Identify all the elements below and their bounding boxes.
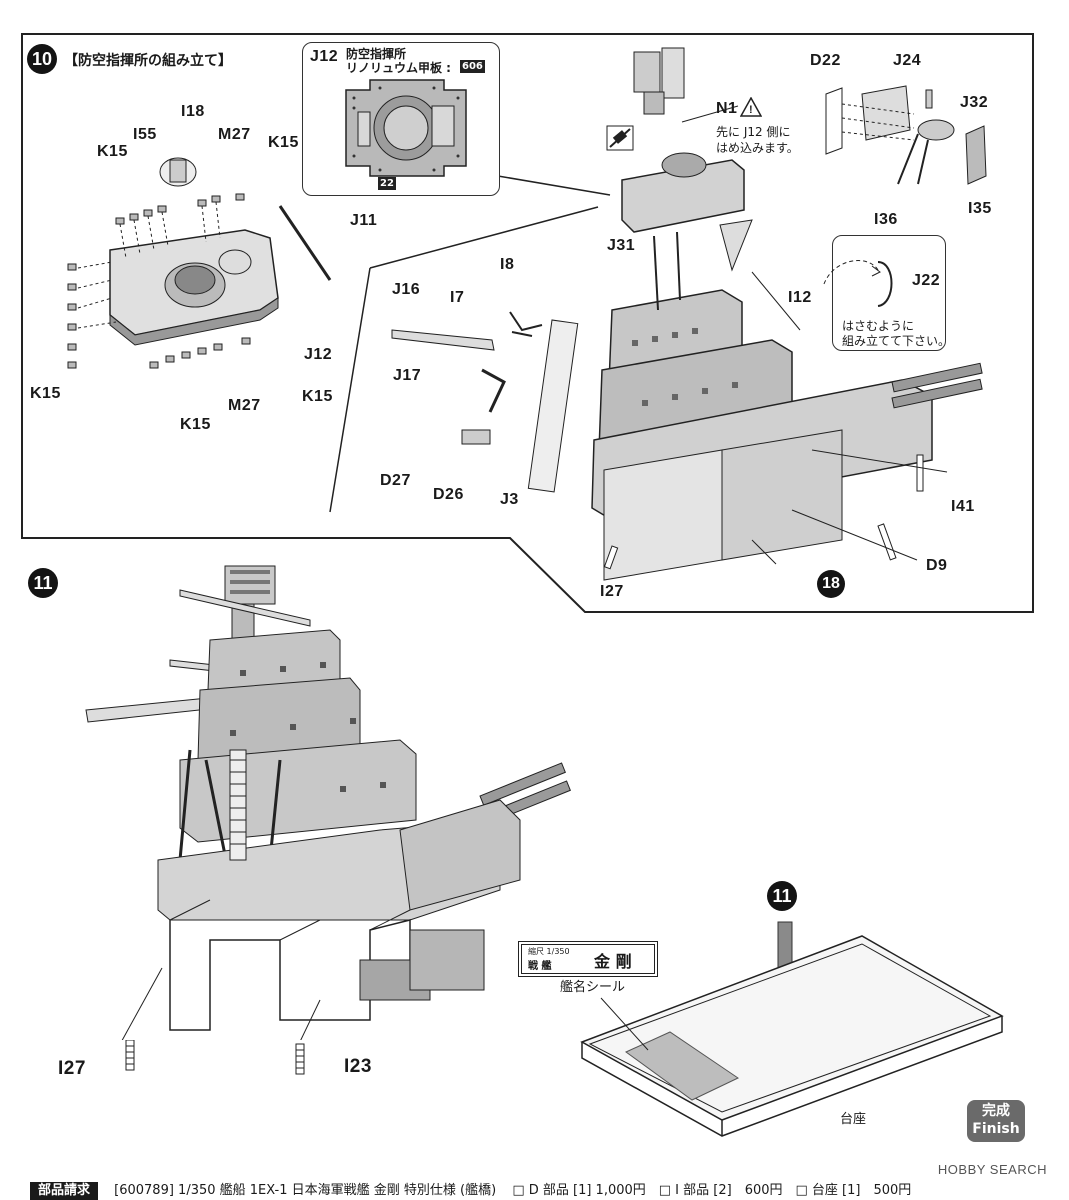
j12-deck-drawing: [345, 79, 467, 177]
j22-note-line2: 組み立てて下さい。: [842, 334, 951, 348]
parts-request-bar: 部品請求 [600789] 1/350 艦船 1EX-1 日本海軍戦艦 金剛 特…: [30, 1182, 1040, 1200]
label-j32: J32: [960, 94, 989, 111]
j22-drawing: [823, 260, 893, 307]
label-j16: J16: [392, 281, 421, 298]
label-j24: J24: [893, 52, 922, 69]
finish-badge: 完成 Finish: [967, 1100, 1025, 1142]
label-n1: N1: [716, 100, 738, 117]
n1-note-line2: はめ込みます。: [716, 141, 799, 155]
completed-bridge-drawing: [85, 565, 571, 1040]
label-i8: I8: [500, 256, 515, 273]
ref-step-18: 18: [817, 570, 845, 598]
parts-request-prices: □ D 部品 [1] 1,000円 □ I 部品 [2] 600円 □ 台座 […: [512, 1183, 912, 1198]
label-j11: J11: [350, 212, 378, 229]
ladder-parts-drawing: [125, 1040, 305, 1075]
no-glue-icon: [606, 125, 634, 151]
label-d9: D9: [926, 557, 948, 574]
svg-text:!: !: [749, 104, 753, 116]
nameplate-type: 戦 艦: [528, 961, 552, 972]
aa-platform-drawing: [67, 157, 332, 369]
label-k15-right: K15: [302, 388, 333, 405]
finish-ja: 完成: [982, 1103, 1010, 1119]
label-i23: I23: [344, 1056, 372, 1077]
inset-j12-label: J12: [310, 48, 339, 65]
label-k15-top-left: K15: [97, 143, 128, 160]
parts-request-text: [600789] 1/350 艦船 1EX-1 日本海軍戦艦 金剛 特別仕様 (…: [114, 1183, 497, 1198]
n1-note-line1: 先に J12 側に: [716, 125, 791, 139]
label-j22: J22: [912, 272, 941, 289]
step11-number: 11: [28, 568, 58, 598]
label-i35: I35: [968, 200, 992, 217]
label-j31: J31: [607, 237, 636, 254]
label-d27: D27: [380, 472, 411, 489]
label-i55: I55: [133, 126, 157, 143]
inset-j12-title1: 防空指揮所: [346, 47, 407, 61]
color-code-badge-2: 22: [378, 177, 396, 190]
label-i27-step10: I27: [600, 583, 624, 600]
label-i18: I18: [181, 103, 205, 120]
base-step-11: 11: [767, 881, 797, 911]
stand-label: 台座: [840, 1112, 867, 1127]
stand-drawing: [580, 921, 1004, 1137]
step10-title: 【防空指揮所の組み立て】: [64, 53, 232, 69]
warning-icon: !: [740, 97, 762, 117]
nameplate: 縮尺 1/350 戦 艦 金 剛: [518, 941, 658, 977]
label-d22: D22: [810, 52, 841, 69]
parts-request-heading: 部品請求: [30, 1182, 99, 1200]
label-i27-step11: I27: [58, 1058, 86, 1079]
label-m27-bottom: M27: [228, 397, 261, 414]
inset-j12-title2: リノリュウム甲板 :: [346, 61, 451, 75]
j22-note-line1: はさむように: [842, 319, 915, 333]
label-k15-left: K15: [30, 385, 61, 402]
label-k15-bottom: K15: [180, 416, 211, 433]
step10-number: 10: [27, 44, 57, 74]
label-j12: J12: [304, 346, 333, 363]
label-i12: I12: [788, 289, 812, 306]
director-parts-drawing: [825, 85, 987, 185]
watermark: HOBBY SEARCH: [937, 1162, 1047, 1177]
color-code-badge: 606: [460, 60, 485, 73]
label-i41: I41: [951, 498, 975, 515]
label-k15-top-right: K15: [268, 134, 299, 151]
label-j17: J17: [393, 367, 422, 384]
nameplate-scale: 縮尺 1/350: [528, 947, 570, 956]
label-j3: J3: [500, 491, 519, 508]
seal-label: 艦名シール: [560, 980, 626, 995]
label-i7: I7: [450, 289, 465, 306]
bridge-drawing: [391, 47, 983, 581]
label-d26: D26: [433, 486, 464, 503]
label-m27-top: M27: [218, 126, 251, 143]
label-i36: I36: [874, 211, 898, 228]
j22-inset: [832, 235, 946, 351]
nameplate-name: 金 剛: [594, 952, 632, 971]
finish-en: Finish: [972, 1121, 1020, 1137]
